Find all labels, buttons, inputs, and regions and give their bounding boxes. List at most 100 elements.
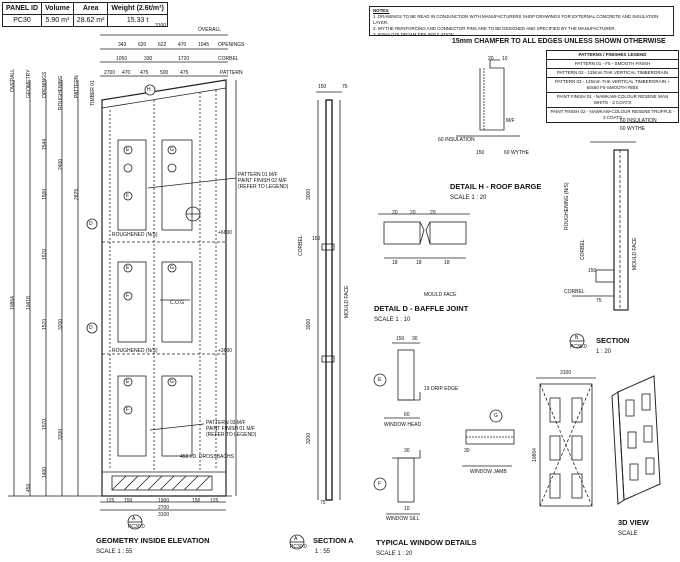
dim-left-9: 2825 (74, 188, 80, 200)
detail-d-label: MOULD FACE (424, 292, 457, 298)
detail-h-label: 60 INSULATION (438, 137, 475, 143)
window-letter-e: E (378, 377, 382, 383)
section-b-label: 60 INSULATION (620, 118, 657, 124)
section-b-scale: 1 : 20 (596, 349, 612, 355)
dim-opening-4: 470 (178, 42, 187, 48)
section-a-dim: 75 (320, 500, 326, 506)
corbel-label: CORBEL (298, 235, 304, 256)
roughened-label: ROUGHENED (N/S) (112, 348, 158, 354)
view3d-scale: SCALE (618, 531, 638, 537)
section-b-ref: PC30.0 (570, 344, 587, 350)
mould-face-label: MOULD FACE (344, 285, 350, 318)
window-letter-g: G (494, 413, 498, 419)
window-sill-label: WINDOW SILL (386, 516, 420, 522)
dim-left-6: 2400 (58, 158, 64, 170)
dim-opening-5: 1045 (198, 42, 210, 48)
elev-note: PAINT FINISH 02 M/F (238, 178, 287, 184)
dim-corbel-1: 1050 (116, 56, 128, 62)
cell-volume: 5.90 m³ (41, 14, 74, 27)
marker-letter: G (170, 265, 174, 271)
legend-item: PAINT FINISH 02 - NAWKAW-COLOUR RESENE T… (550, 109, 675, 120)
roughened-label: ROUGHENED (N/S) (112, 232, 158, 238)
elev-note: PATTERN 03 M/F (206, 420, 246, 426)
detail-h-label: 60 WYTHE (504, 150, 530, 156)
dim-left-13: 450 (26, 483, 32, 492)
dim-pattern-5: 475 (180, 70, 189, 76)
drossbachs-label: 450 I.D. DROSSBACHS (180, 454, 234, 460)
level-marker: +3600 (218, 348, 233, 354)
elevation-scale: SCALE 1 : 55 (96, 549, 133, 555)
left-label-geometry: GEOMETRY (26, 69, 32, 98)
bottom-dim: 125 (210, 498, 219, 504)
elev-note: (REFER TO LEGEND) (238, 184, 289, 190)
note-2: 2. WYTHE REINFORCING AND CONNECTOR PINS … (373, 26, 616, 31)
elev-note: PATTERN 01 M/F (238, 172, 278, 178)
dim-left-12: 1400 (42, 466, 48, 478)
dim-overall-height: 10864 (10, 296, 16, 310)
detail-h-label: M/F (506, 118, 515, 124)
legend-item: PAINT FINISH 01 - NAWKAW-COLOUR RESENE W… (547, 93, 678, 108)
bottom-dim: 150 (192, 498, 201, 504)
bottom-dim: 3100 (158, 512, 170, 518)
left-label-openings: OPENINGS (42, 71, 48, 98)
dim-opening-3: 622 (158, 42, 167, 48)
detail-d-title: DETAIL D - BAFFLE JOINT (374, 304, 469, 313)
marker-letter: E (126, 379, 130, 385)
dim-geometry-height: 10418 (26, 296, 32, 310)
cell-area: 28.62 m² (72, 14, 109, 27)
level-marker: +6600 (218, 230, 233, 236)
left-label-pattern: PATTERN (74, 75, 80, 98)
marker-letter: F (126, 293, 130, 299)
view3d-title: 3D VIEW (618, 518, 649, 527)
legend-item: PATTERN 02 - 125mm THK VERTICAL TIMBERGR… (547, 69, 678, 78)
dim-overall-width: 3100 (155, 23, 167, 29)
dim-corbel-3: 1720 (178, 56, 190, 62)
marker-letter: D (89, 221, 93, 227)
window-dim: 10 (404, 506, 410, 512)
section-b-label: 60 WYTHE (620, 126, 646, 132)
timber-label: TIMBER 01 (90, 80, 96, 106)
legend-title: PATTERNS / FINISHES LEGEND (547, 51, 678, 60)
view3d-dim: 3100 (560, 370, 572, 376)
left-label-overall: OVERALL (10, 68, 16, 92)
bottom-dim: 1900 (158, 498, 170, 504)
detail-h-label: 20 (488, 56, 494, 62)
window-jamb-label: WINDOW JAMB (470, 469, 507, 475)
section-a-ref: PC30.0 (290, 544, 307, 550)
section-a-dim: 75 (342, 84, 348, 90)
section-b-title: SECTION (596, 336, 630, 345)
legend-item: PATTERN 01 - F5 - SMOOTH FINISH (547, 60, 678, 69)
dim-left-3: 1544 (42, 138, 48, 150)
chamfer-note: 15mm CHAMFER TO ALL EDGES UNLESS SHOWN O… (452, 38, 666, 45)
window-dim: 150 (396, 336, 405, 342)
patterns-legend: PATTERNS / FINISHES LEGEND PATTERN 01 - … (546, 50, 679, 123)
detail-d-label: 20 (392, 210, 398, 216)
detail-h-label: 150 (476, 150, 485, 156)
detail-d-scale: SCALE 1 : 10 (374, 317, 411, 323)
dim-left-5: 1570 (42, 248, 48, 260)
window-letter-f: F (378, 481, 382, 487)
dim-pattern-1: 2700 (104, 70, 116, 76)
window-dim: 30 (404, 448, 410, 454)
section-marker-letter: A (132, 516, 136, 522)
row-label-pattern: PATTERN (220, 70, 243, 76)
section-b-label: CORBEL (564, 289, 585, 295)
dim-left-4: 1500 (42, 188, 48, 200)
elev-note: (REFER TO LEGEND) (206, 432, 257, 438)
left-label-roughening: ROUGHENING (58, 75, 64, 110)
row-label-overall: OVERALL (198, 27, 222, 33)
section-b-label: 150 (588, 268, 597, 274)
dim-left-10: 1570 (42, 418, 48, 430)
detail-h-scale: SCALE 1 : 20 (450, 195, 487, 201)
elevation-title: GEOMETRY INSIDE ELEVATION (96, 536, 210, 545)
section-marker-ref: PC30.0 (128, 524, 145, 530)
legend-item: PATTERN 03 - 125mm THK VERTICAL TIMBERGR… (547, 78, 678, 93)
notes-heading: NOTES: (373, 8, 390, 13)
detail-d-label: 18 (416, 260, 422, 266)
dim-opening-2: 620 (138, 42, 147, 48)
section-a-scale: 1 : 55 (315, 549, 331, 555)
notes-box: NOTES: 1. DRAWINGS TO BE READ IN CONJUNC… (369, 6, 674, 37)
dim-pattern-2: 470 (122, 70, 131, 76)
marker-letter: H (147, 87, 151, 93)
